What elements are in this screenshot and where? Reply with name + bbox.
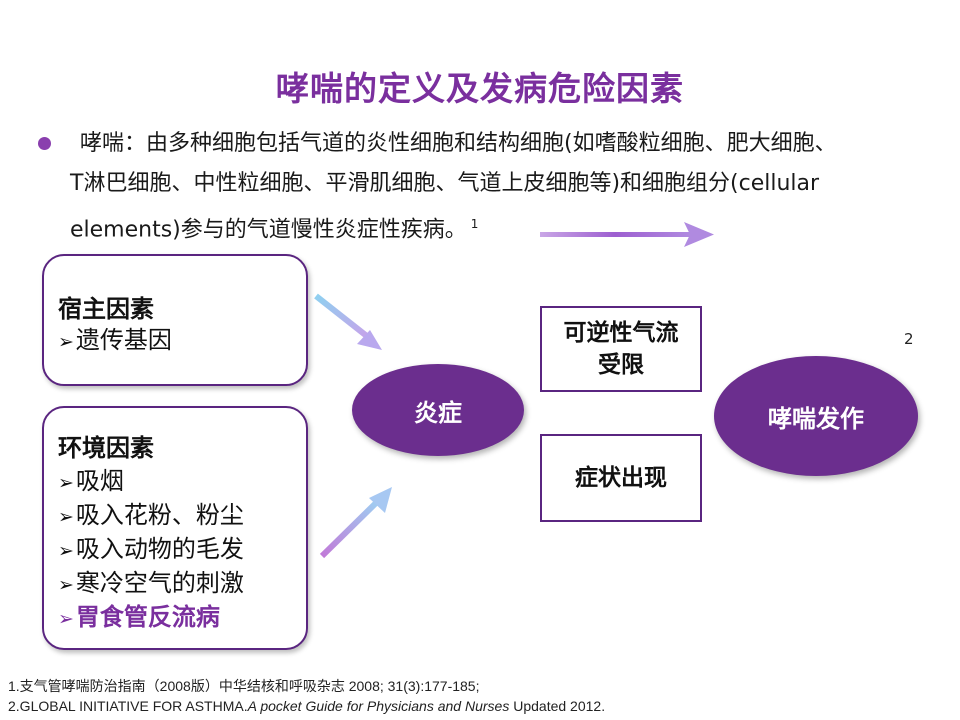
env-factor-item-label: 吸入花粉、粉尘: [75, 501, 244, 529]
host-factors-heading: 宿主因素: [58, 295, 154, 323]
env-factor-item-highlight: ➢胃食管反流病: [58, 601, 244, 635]
symptoms-node: 症状出现: [540, 434, 702, 522]
reversible-airflow-line-2: 受限: [598, 352, 644, 378]
reference-2-source: 2.GLOBAL INITIATIVE FOR ASTHMA.: [8, 698, 248, 714]
env-factor-item: ➢吸烟: [58, 465, 244, 499]
reference-2-update: Updated 2012.: [509, 698, 606, 714]
env-factors-content: 环境因素 ➢吸烟 ➢吸入花粉、粉尘 ➢吸入动物的毛发 ➢寒冷空气的刺激 ➢胃食管…: [58, 428, 244, 635]
host-factors-content: 宿主因素 ➢遗传基因: [58, 289, 172, 358]
host-factors-box: 宿主因素 ➢遗传基因: [42, 254, 308, 386]
references: 1.支气管哮喘防治指南（2008版）中华结核和呼吸杂志 2008; 31(3):…: [8, 676, 605, 716]
reversible-airflow-line-1: 可逆性气流: [563, 320, 679, 346]
reversible-airflow-label: 可逆性气流 受限: [564, 317, 679, 381]
definition-ref: 1: [470, 217, 479, 231]
reversible-airflow-node: 可逆性气流 受限: [540, 306, 702, 392]
env-factor-item: ➢吸入动物的毛发: [58, 533, 244, 567]
list-marker: ➢: [58, 506, 74, 528]
bullet-dot: [38, 137, 51, 150]
env-factor-item-label: 胃食管反流病: [75, 603, 220, 631]
ref-marker-2: 2: [904, 330, 914, 348]
env-factor-item-label: 吸烟: [75, 467, 124, 495]
reference-2: 2.GLOBAL INITIATIVE FOR ASTHMA.A pocket …: [8, 696, 605, 716]
list-marker: ➢: [58, 472, 74, 494]
list-marker: ➢: [58, 331, 74, 353]
list-marker: ➢: [58, 608, 74, 630]
definition-line-1: 哮喘：由多种细胞包括气道的炎性细胞和结构细胞(如嗜酸粒细胞、肥大细胞、: [80, 131, 837, 156]
env-factor-item: ➢寒冷空气的刺激: [58, 567, 244, 601]
env-factors-heading: 环境因素: [58, 434, 154, 462]
definition-line-3-text: elements)参与的气道慢性炎症性疾病。: [70, 217, 467, 243]
slide-title: 哮喘的定义及发病危险因素: [276, 69, 684, 108]
host-factor-item: ➢遗传基因: [58, 324, 172, 358]
list-marker: ➢: [58, 540, 74, 562]
definition-line-2: T淋巴细胞、中性粒细胞、平滑肌细胞、气道上皮细胞等)和细胞组分(cellular: [70, 171, 820, 196]
host-factor-item-label: 遗传基因: [75, 326, 172, 354]
top-arrow: [540, 222, 714, 247]
env-factor-item-label: 寒冷空气的刺激: [75, 569, 244, 597]
env-arrow: [319, 487, 392, 559]
reference-2-title: A pocket Guide for Physicians and Nurses: [247, 698, 510, 714]
reference-1: 1.支气管哮喘防治指南（2008版）中华结核和呼吸杂志 2008; 31(3):…: [8, 678, 480, 694]
definition-line-3: elements)参与的气道慢性炎症性疾病。1: [70, 204, 930, 250]
env-factors-box: 环境因素 ➢吸烟 ➢吸入花粉、粉尘 ➢吸入动物的毛发 ➢寒冷空气的刺激 ➢胃食管…: [42, 406, 308, 650]
env-factor-item: ➢吸入花粉、粉尘: [58, 499, 244, 533]
env-factor-item-label: 吸入动物的毛发: [75, 535, 244, 563]
definition-text: 哮喘：由多种细胞包括气道的炎性细胞和结构细胞(如嗜酸粒细胞、肥大细胞、 T淋巴细…: [70, 124, 930, 250]
list-marker: ➢: [58, 574, 74, 596]
inflammation-node: 炎症: [352, 364, 524, 456]
asthma-attack-node: 哮喘发作: [714, 356, 918, 476]
host-arrow: [314, 293, 382, 350]
